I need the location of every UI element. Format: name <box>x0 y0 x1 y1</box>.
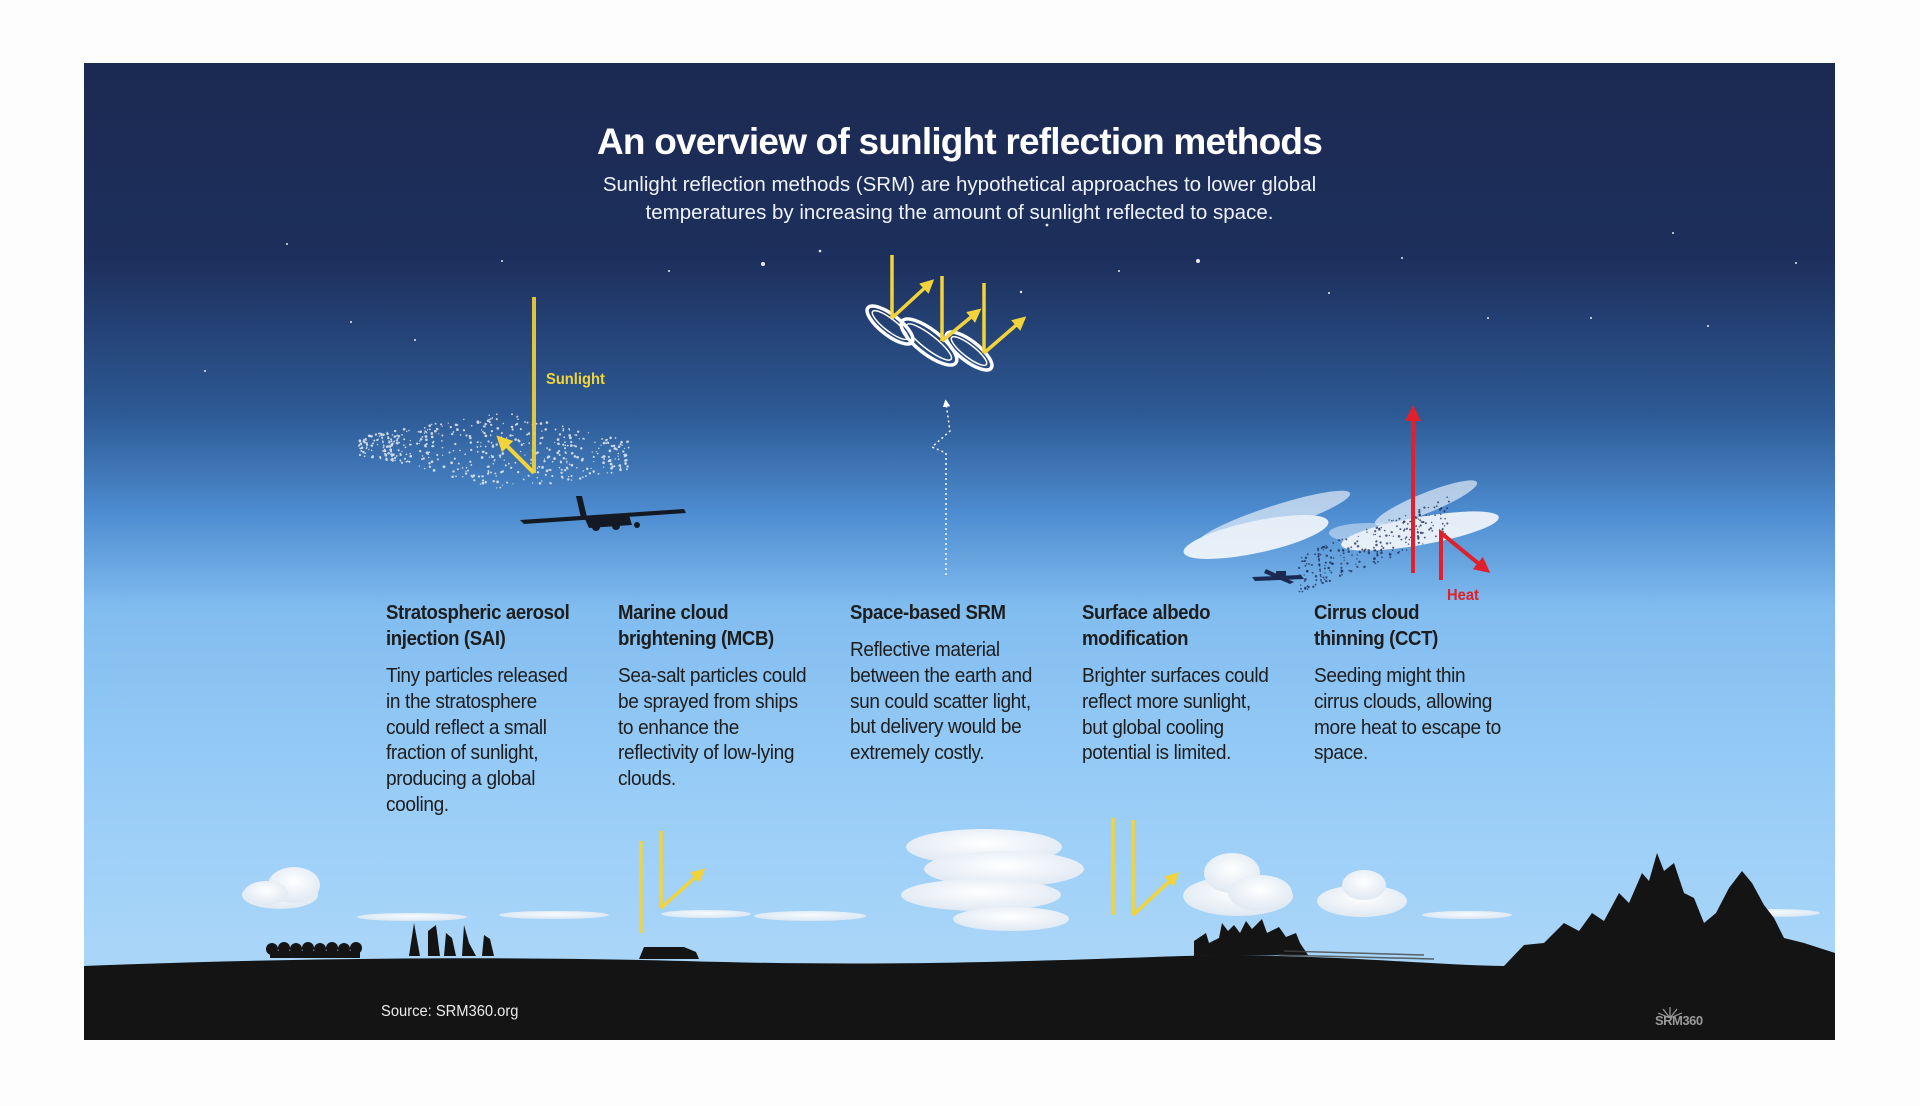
method-name: Space-based SRM <box>850 600 1055 626</box>
logo-text: SRM360 <box>1655 1013 1703 1028</box>
method-desc-line: Brighter surfaces could <box>1082 664 1269 687</box>
method-name-line: Cirrus cloud <box>1314 602 1420 624</box>
method-description: Tiny particles released in the stratosph… <box>386 663 591 818</box>
method-name-line: Space-based SRM <box>850 602 1006 624</box>
mcb-sunlight-arrows-icon <box>639 831 706 933</box>
drone-icon <box>1252 569 1304 584</box>
sun-rays-icon <box>1657 1007 1683 1019</box>
method-description: Seeding might thin cirrus clouds, allowi… <box>1314 663 1519 766</box>
method-desc-line: cooling. <box>386 792 449 816</box>
method-desc-line: cirrus clouds, allowing <box>1314 689 1492 713</box>
method-mcb: Marine cloud brightening (MCB) Sea-salt … <box>618 600 838 792</box>
method-desc-line: reflectivity of low-lying <box>618 741 795 765</box>
infographic-panel: An overview of sunlight reflection metho… <box>84 63 1835 1040</box>
method-desc-line: fraction of sunlight, <box>386 741 539 765</box>
method-desc-line: to enhance the <box>618 715 739 739</box>
method-desc-line: Reflective material <box>850 638 1000 661</box>
method-name: Stratospheric aerosol injection (SAI) <box>386 600 591 652</box>
method-name: Surface albedo modification <box>1082 600 1287 652</box>
method-name-line: Marine cloud <box>618 602 729 624</box>
method-desc-line: potential is limited. <box>1082 741 1232 765</box>
method-desc-line: be sprayed from ships <box>618 689 798 713</box>
method-cirrus-thinning: Cirrus cloud thinning (CCT) Seeding migh… <box>1314 600 1534 766</box>
cirrus-clouds-icon <box>1183 480 1499 559</box>
subtitle-line: temperatures by increasing the amount of… <box>645 201 1274 224</box>
subtitle: Sunlight reflection methods (SRM) are hy… <box>84 171 1835 227</box>
method-desc-line: reflect more sunlight, <box>1082 689 1251 713</box>
page-title: An overview of sunlight reflection metho… <box>597 121 1323 162</box>
method-name-line: brightening (MCB) <box>618 628 774 650</box>
method-desc-line: extremely costly. <box>850 741 985 765</box>
albedo-sunlight-arrows-icon <box>1111 818 1180 917</box>
method-name-line: Surface albedo <box>1082 602 1211 624</box>
method-description: Reflective material between the earth an… <box>850 637 1055 766</box>
space-sunlight-arrows-icon <box>890 255 1027 355</box>
method-desc-line: between the earth and <box>850 663 1032 687</box>
method-name-line: thinning (CCT) <box>1314 628 1438 650</box>
bright-field-icon <box>1278 950 1435 960</box>
sunlight-arrow-icon <box>496 297 536 475</box>
method-desc-line: Seeding might thin <box>1314 664 1466 687</box>
method-name: Cirrus cloud thinning (CCT) <box>1314 600 1519 652</box>
method-desc-line: clouds. <box>618 767 676 791</box>
ground-silhouette <box>84 853 1835 1040</box>
stars <box>204 223 1797 372</box>
method-desc-line: in the stratosphere <box>386 689 537 713</box>
method-desc-line: but delivery would be <box>850 715 1022 739</box>
source-credit: Source: SRM360.org <box>381 1003 519 1020</box>
seeding-particles-icon <box>1298 496 1450 593</box>
method-desc-line: sun could scatter light, <box>850 689 1031 713</box>
method-name: Marine cloud brightening (MCB) <box>618 600 823 652</box>
method-name-line: injection (SAI) <box>386 628 506 650</box>
heat-label: Heat <box>1447 587 1479 604</box>
method-desc-line: could reflect a small <box>386 715 547 739</box>
method-description: Sea-salt particles could be sprayed from… <box>618 663 823 792</box>
method-desc-line: Tiny particles released <box>386 664 568 687</box>
low-clouds-icon <box>242 829 1820 931</box>
method-desc-line: more heat to escape to <box>1314 715 1501 739</box>
scene-illustration <box>84 223 1835 1040</box>
method-desc-line: space. <box>1314 741 1368 765</box>
sunlight-label: Sunlight <box>546 371 605 388</box>
method-space-based: Space-based SRM Reflective material betw… <box>850 600 1070 766</box>
space-mirrors-icon <box>865 304 994 372</box>
airplane-icon <box>520 496 686 531</box>
srm360-logo: SRM360 <box>1655 1005 1715 1029</box>
heat-arrows-icon <box>1405 405 1491 580</box>
aerosol-particles-icon <box>358 413 630 489</box>
method-desc-line: producing a global <box>386 767 536 791</box>
method-desc-line: Sea-salt particles could <box>618 664 807 687</box>
subtitle-line: Sunlight reflection methods (SRM) are hy… <box>602 173 1317 196</box>
trees-icon <box>266 942 362 958</box>
method-surface-albedo: Surface albedo modification Brighter sur… <box>1082 600 1302 766</box>
method-name-line: Stratospheric aerosol <box>386 602 570 624</box>
method-desc-line: but global cooling <box>1082 715 1224 739</box>
method-description: Brighter surfaces could reflect more sun… <box>1082 663 1287 766</box>
rocket-trail-icon <box>930 399 951 575</box>
method-name-line: modification <box>1082 628 1189 650</box>
method-sai: Stratospheric aerosol injection (SAI) Ti… <box>386 600 606 818</box>
